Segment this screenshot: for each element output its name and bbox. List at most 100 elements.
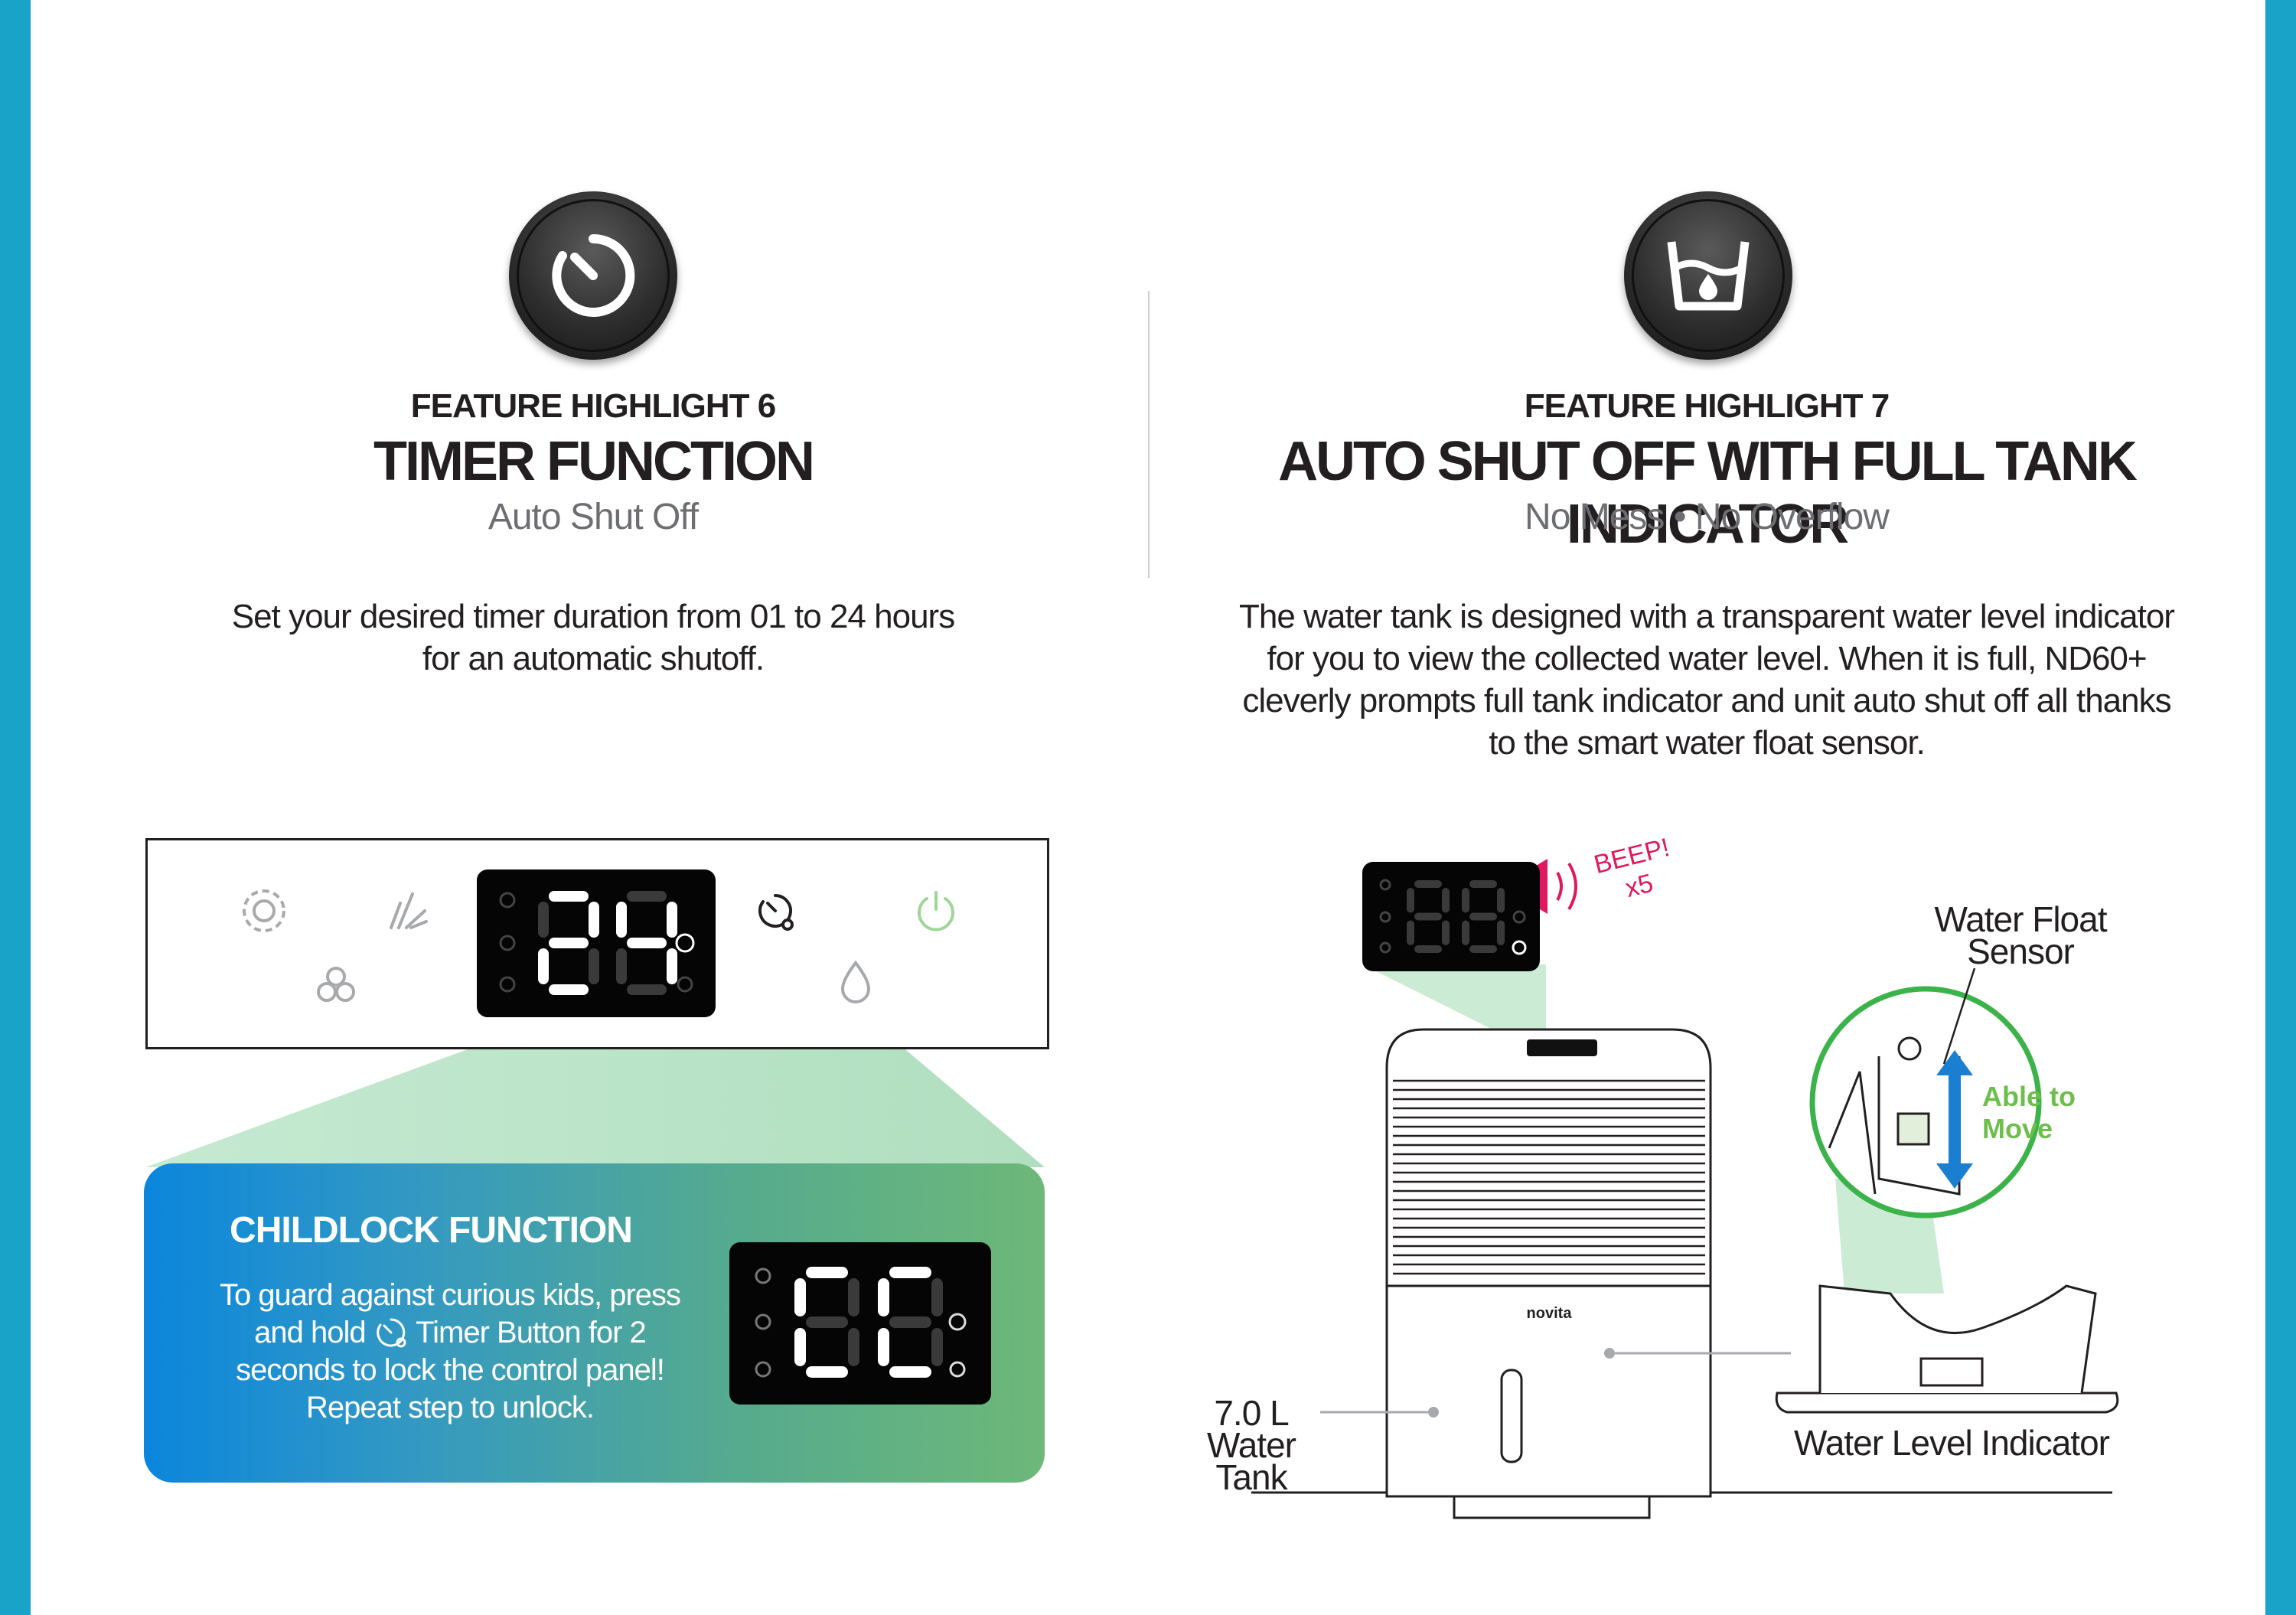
- display-segment: [806, 1366, 848, 1378]
- display-segment: [667, 902, 677, 938]
- feature7-description-line1: The water tank is designed with a transp…: [1239, 598, 2175, 635]
- childlock-card: CHILDLOCK FUNCTION To guard against curi…: [144, 1163, 1045, 1483]
- float-sensor-line2: Sensor: [1967, 931, 2075, 971]
- display-segment: [549, 938, 589, 948]
- display-segment: [1497, 920, 1505, 945]
- display-mode-icon: [755, 1361, 771, 1378]
- display-mode-icon: [1512, 940, 1527, 955]
- display-segment: [1469, 880, 1497, 888]
- able-to-move-line2: Move: [1982, 1113, 2053, 1144]
- display-segment: [931, 1328, 943, 1366]
- display-segment: [878, 1278, 889, 1316]
- display-segment: [1462, 888, 1469, 913]
- display-mode-icon: [755, 1313, 771, 1330]
- level-callout-dot: [1604, 1348, 1615, 1359]
- display-segment: [549, 891, 589, 902]
- childlock-display: [729, 1242, 991, 1405]
- display-mode-icon: [1379, 911, 1391, 923]
- feature7-title: AUTO SHUT OFF WITH FULL TANK INDICATOR: [1278, 431, 2138, 555]
- display-mode-icon: [677, 976, 693, 993]
- display-mode-icon: [948, 1313, 967, 1331]
- display-segment: [589, 948, 599, 984]
- display-segment: [931, 1278, 943, 1316]
- display-segment: [806, 1316, 848, 1328]
- display-mode-icon: [499, 976, 516, 993]
- water-tank-cross-section: [1775, 1284, 2119, 1414]
- tank-callout-dot: [1428, 1407, 1439, 1418]
- right-frame-bar: [2265, 0, 2296, 1615]
- display-segment: [878, 1328, 889, 1366]
- display-segment: [1414, 945, 1442, 953]
- display-segment: [806, 1267, 848, 1278]
- timer-button-icon-inline: [373, 1315, 409, 1349]
- timer-button-icon[interactable]: [758, 894, 794, 931]
- display-segment: [627, 891, 667, 902]
- feature7-description-line2: for you to view the collected water leve…: [1267, 640, 2147, 677]
- feature7-description-line4: to the smart water float sensor.: [1489, 724, 1926, 762]
- feature7-description-line3: cleverly prompts full tank indicator and…: [1242, 682, 2171, 719]
- display-segment: [667, 948, 677, 984]
- display-segment: [538, 902, 549, 938]
- feature7-label: FEATURE HIGHLIGHT 7: [1524, 387, 1890, 425]
- float-sensor-line1: Water Float: [1934, 899, 2107, 939]
- power-icon[interactable]: [918, 891, 954, 931]
- swing-icon[interactable]: [390, 892, 428, 929]
- display-segment: [794, 1328, 806, 1366]
- feature6-label: FEATURE HIGHLIGHT 6: [410, 387, 776, 425]
- display-mode-icon: [1379, 941, 1391, 954]
- column-divider: [1148, 291, 1150, 578]
- display-segment: [549, 984, 589, 995]
- display-segment: [848, 1328, 859, 1366]
- able-to-move-line1: Able to: [1982, 1081, 2076, 1112]
- timer-display: [477, 869, 716, 1017]
- childlock-description: To guard against curious kids, press and…: [190, 1277, 710, 1427]
- water-drop-icon: [840, 960, 871, 1003]
- water-tank-icon: [1624, 191, 1792, 360]
- display-mode-icon: [499, 935, 516, 951]
- able-to-move-caption: Able to Move: [1982, 1081, 2076, 1145]
- display-segment: [538, 948, 549, 984]
- display-segment: [794, 1278, 806, 1316]
- display-segment: [589, 902, 599, 938]
- display-mode-icon: [1379, 879, 1391, 891]
- display-segment: [1414, 880, 1442, 888]
- fan-speed-icon[interactable]: [317, 967, 355, 1002]
- tank-caption: 7.0 L Water Tank: [1171, 1393, 1332, 1497]
- level-indicator-caption: Water Level Indicator: [1794, 1423, 2110, 1463]
- feature6-description-line2: for an automatic shutoff.: [422, 640, 765, 677]
- able-to-move-arrow: [1936, 1050, 1973, 1189]
- display-segment: [616, 948, 627, 984]
- display-segment: [1414, 912, 1442, 921]
- tank-capacity: 7.0 L: [1214, 1393, 1289, 1433]
- gear-icon[interactable]: [243, 889, 285, 932]
- display-mode-icon: [499, 892, 516, 909]
- tank-label: Water Tank: [1207, 1425, 1296, 1497]
- display-segment: [889, 1267, 931, 1278]
- display-segment: [1442, 888, 1450, 913]
- float-sensor-caption: Water Float Sensor: [1913, 899, 2128, 971]
- childlock-line4: Repeat step to unlock.: [305, 1391, 595, 1424]
- timer-icon: [509, 191, 677, 360]
- full-tank-display: [1362, 862, 1540, 971]
- display-mode-icon: [675, 933, 695, 953]
- childlock-line2-before: and hold: [254, 1316, 366, 1349]
- display-segment: [627, 938, 667, 948]
- childlock-line1: To guard against curious kids, press: [219, 1278, 681, 1312]
- display-mode-icon: [1512, 910, 1526, 924]
- display-segment: [1442, 920, 1450, 945]
- feature6-description-line1: Set your desired timer duration from 01 …: [231, 598, 955, 635]
- display-segment: [1407, 920, 1414, 945]
- childlock-line2: and hold Timer Button for 2: [190, 1314, 710, 1352]
- childlock-line2-after: Timer Button for 2: [416, 1316, 647, 1349]
- display-segment: [1469, 912, 1497, 921]
- display-segment: [1407, 888, 1414, 913]
- display-segment: [889, 1366, 931, 1378]
- display-segment: [616, 902, 627, 938]
- display-mode-icon: [755, 1268, 771, 1284]
- childlock-line3: seconds to lock the control panel!: [236, 1353, 665, 1387]
- display-segment: [1462, 920, 1469, 945]
- float-sensor-zoom: [1809, 986, 2042, 1219]
- left-frame-bar: [0, 0, 31, 1615]
- feature6-title: TIMER FUNCTION: [373, 431, 815, 492]
